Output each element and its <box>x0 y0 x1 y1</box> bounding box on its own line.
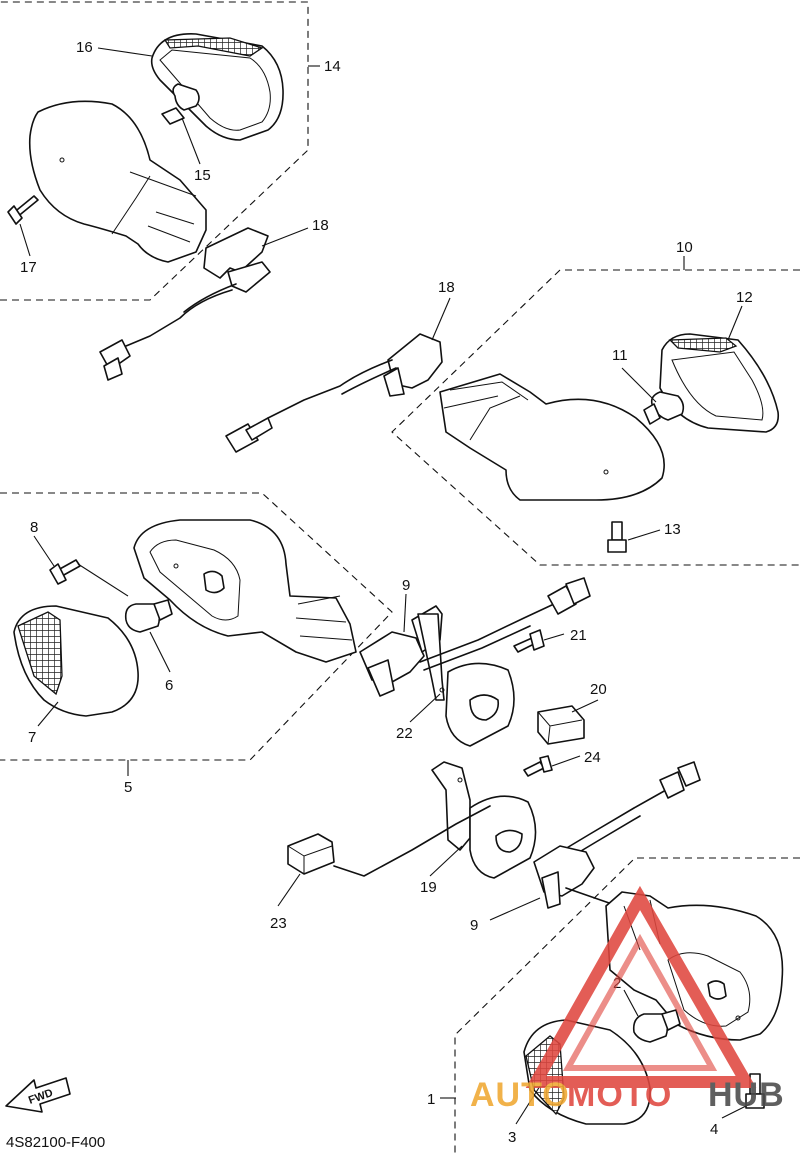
housing-5 <box>133 519 357 663</box>
wire-harness-mid <box>225 359 397 453</box>
callout-20: 20 <box>590 681 607 698</box>
lens-7 <box>13 605 139 717</box>
callout-3: 3 <box>508 1129 516 1146</box>
clip-23 <box>287 833 335 875</box>
bulb-15 <box>161 83 200 125</box>
screw-8 <box>49 559 129 597</box>
callout-18-mid: 18 <box>438 279 455 296</box>
housing-1 <box>605 891 784 1041</box>
callout-12: 12 <box>736 289 753 306</box>
housing-14 <box>28 100 207 263</box>
bulb-2 <box>632 1009 681 1043</box>
callout-21: 21 <box>570 627 587 644</box>
callout-7: 7 <box>28 729 36 746</box>
bulb-6 <box>124 599 173 633</box>
wire-harness-top <box>99 283 237 381</box>
screw-13 <box>607 521 627 553</box>
group-boundary-5 <box>0 492 393 761</box>
callout-23: 23 <box>270 915 287 932</box>
callout-8: 8 <box>30 519 38 536</box>
housing-10 <box>439 373 665 501</box>
watermark-moto: MOTO <box>567 1076 672 1114</box>
callout-4: 4 <box>710 1121 718 1138</box>
fwd-arrow-icon: FWD <box>5 1077 71 1113</box>
wire-harness-right-upper <box>419 577 591 671</box>
bolt-21 <box>513 629 545 653</box>
automotohub-watermark-logo: AUTO MOTO HUB <box>470 885 785 1114</box>
callout-5: 5 <box>124 779 132 796</box>
callout-13: 13 <box>664 521 681 538</box>
wire-23-harness <box>333 805 491 877</box>
diagram-code: 4S82100-F400 <box>6 1134 105 1151</box>
screw-17 <box>7 195 39 225</box>
callout-10: 10 <box>676 239 693 256</box>
stay-19 <box>431 761 537 879</box>
lens-12 <box>659 333 780 433</box>
callout-14: 14 <box>324 58 341 75</box>
clip-20 <box>537 705 585 745</box>
callout-6: 6 <box>165 677 173 694</box>
bracket-18-mid <box>383 333 443 397</box>
callout-15: 15 <box>194 167 211 184</box>
stay-22 <box>417 613 515 747</box>
callout-24: 24 <box>584 749 601 766</box>
callout-17: 17 <box>20 259 37 276</box>
wire-harness-right-lower <box>559 761 701 861</box>
bracket-18-top <box>203 227 271 293</box>
callout-22: 22 <box>396 725 413 742</box>
watermark-auto: AUTO <box>470 1076 570 1114</box>
callout-18-top: 18 <box>312 217 329 234</box>
leader-lines <box>19 47 751 1125</box>
group-boundary-1 <box>454 857 800 1156</box>
callout-11: 11 <box>612 347 628 364</box>
group-boundary-10 <box>391 269 800 566</box>
bulb-11 <box>643 391 685 425</box>
callout-1: 1 <box>427 1091 435 1108</box>
watermark-hub: HUB <box>708 1076 785 1114</box>
callout-16: 16 <box>76 39 93 56</box>
bolt-24 <box>523 755 553 777</box>
group-boundary-14 <box>0 1 309 301</box>
callout-19: 19 <box>420 879 437 896</box>
callout-9-upper: 9 <box>402 577 410 594</box>
callout-9-lower: 9 <box>470 917 478 934</box>
lens-16 <box>150 33 284 141</box>
bracket-9-lower <box>533 845 613 909</box>
